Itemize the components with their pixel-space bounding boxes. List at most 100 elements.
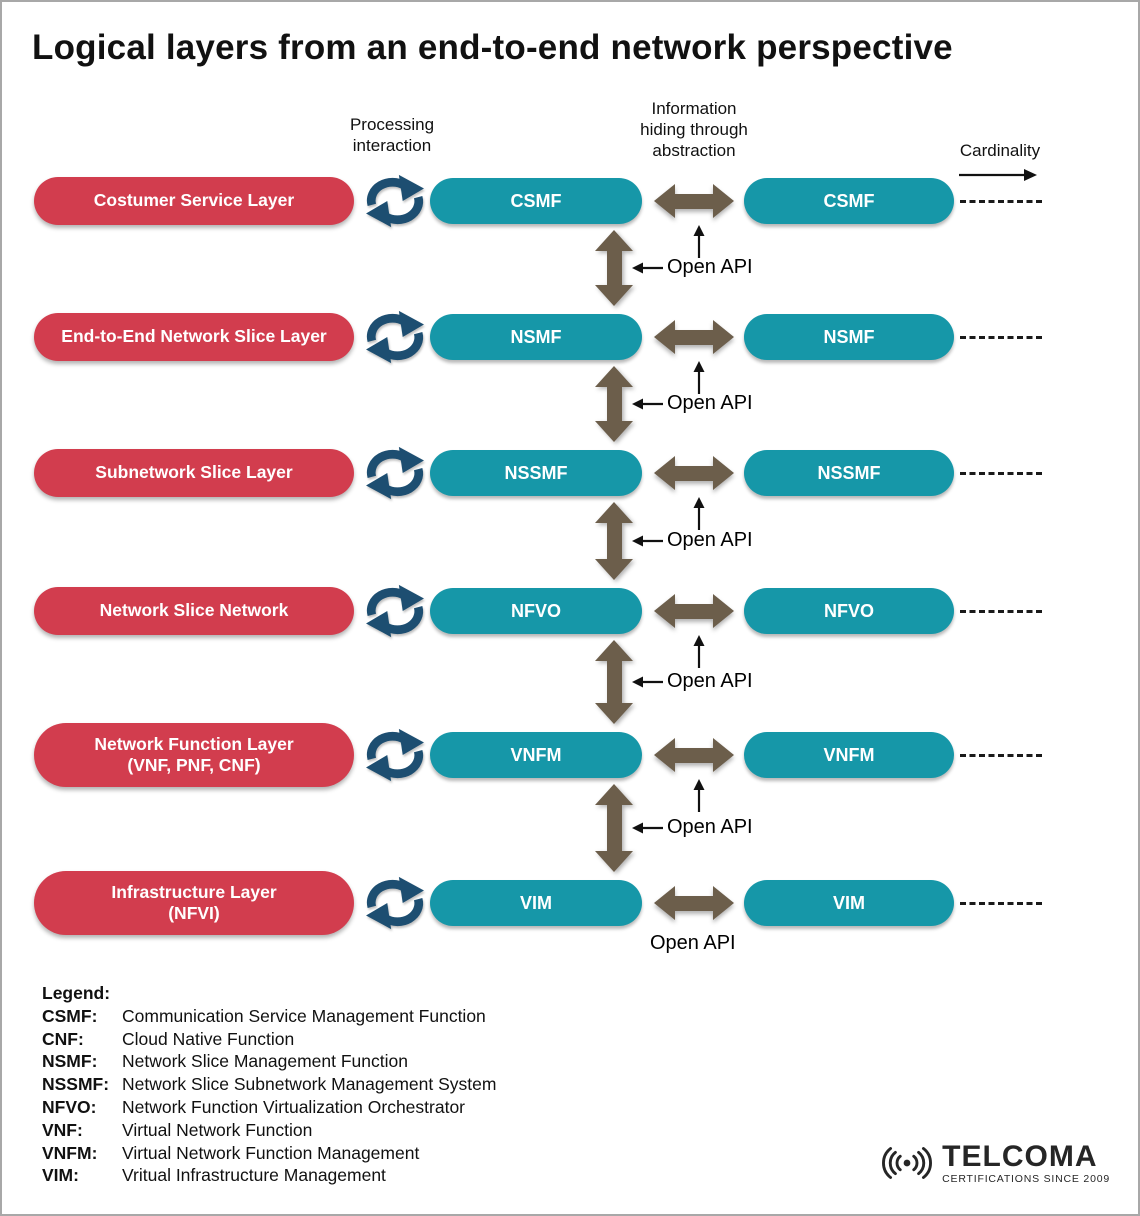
management-function-pill-right: VNFM <box>744 732 954 778</box>
function-label: VIM <box>832 892 865 913</box>
layer-pill: Subnetwork Slice Layer <box>34 449 354 497</box>
open-api-annotation: Open API <box>632 256 753 279</box>
function-label: NSSMF <box>817 462 881 483</box>
logo-tagline: CERTIFICATIONS SINCE 2009 <box>942 1172 1110 1185</box>
left-arrow-icon <box>632 262 663 273</box>
management-function-pill-right: CSMF <box>744 178 954 224</box>
management-function-pill-right: NSMF <box>744 314 954 360</box>
layer-row: Network Function Layer (VNF, PNF, CNF) V… <box>34 723 1042 787</box>
function-label: NFVO <box>823 600 874 621</box>
processing-interaction-cycle-icon <box>366 446 424 500</box>
layer-pill: End-to-End Network Slice Layer <box>34 313 354 361</box>
header-information-hiding: Information hiding through abstraction <box>640 99 748 160</box>
legend-definition: Virtual Network Function <box>122 1119 313 1140</box>
open-api-annotation: Open API <box>632 529 753 552</box>
layer-pill: Network Slice Network <box>34 587 354 635</box>
cardinality-dashed-line <box>960 753 1042 757</box>
legend-term: VNF: <box>42 1119 83 1140</box>
management-function-pill-right: NSSMF <box>744 450 954 496</box>
management-function-pill-middle: NSSMF <box>430 450 642 496</box>
signal-waves-icon <box>882 1147 933 1179</box>
function-label: NSSMF <box>504 462 568 483</box>
legend-term: NFVO: <box>42 1096 97 1117</box>
processing-interaction-cycle-icon <box>366 174 424 228</box>
logo-name: TELCOMA <box>942 1139 1098 1173</box>
legend-term: CSMF: <box>42 1005 98 1026</box>
function-label: VIM <box>519 892 552 913</box>
open-api-vertical-arrow-icon <box>595 784 633 872</box>
function-label: CSMF <box>823 190 875 211</box>
cardinality-dashed-line <box>960 471 1042 475</box>
open-api-vertical-arrow-icon <box>595 230 633 306</box>
abstraction-double-arrow-icon <box>654 738 734 772</box>
layer-row: Subnetwork Slice Layer NSSMF NSSMF <box>34 441 1042 505</box>
function-label: NFVO <box>510 600 561 621</box>
processing-interaction-cycle-icon <box>366 584 424 638</box>
cardinality-dashed-line <box>960 335 1042 339</box>
layer-row: Infrastructure Layer (NFVI) VIM VIM <box>34 871 1042 935</box>
open-api-annotation: Open API <box>632 392 753 415</box>
legend-definition: Communication Service Management Functio… <box>122 1005 486 1026</box>
legend-definition: Network Function Virtualization Orchestr… <box>122 1096 466 1117</box>
page-title: Logical layers from an end-to-end networ… <box>32 28 953 67</box>
open-api-label: Open API <box>667 670 753 692</box>
cardinality-dashed-line <box>960 609 1042 613</box>
management-function-pill-middle: NFVO <box>430 588 642 634</box>
left-arrow-icon <box>632 676 663 687</box>
legend-term: CNF: <box>42 1028 84 1049</box>
layer-pill: Network Function Layer (VNF, PNF, CNF) <box>34 723 354 787</box>
layer-pill: Infrastructure Layer (NFVI) <box>34 871 354 935</box>
cardinality-dashed-line <box>960 199 1042 203</box>
layer-pill-label: Infrastructure Layer <box>111 881 277 902</box>
abstraction-double-arrow-icon <box>654 184 734 218</box>
layer-pill: Costumer Service Layer <box>34 177 354 225</box>
up-arrow-icon <box>693 225 705 258</box>
open-api-annotation: Open API <box>650 932 736 955</box>
left-arrow-icon <box>632 535 663 546</box>
cardinality-dashed-line <box>960 901 1042 905</box>
function-label: VNFM <box>823 744 875 765</box>
layer-row: Network Slice Network NFVO NFVO <box>34 579 1042 643</box>
open-api-vertical-arrow-icon <box>595 502 633 580</box>
processing-interaction-cycle-icon <box>366 728 424 782</box>
legend-term: NSMF: <box>42 1051 98 1072</box>
up-arrow-icon <box>693 635 705 668</box>
header-processing-interaction: Processing interaction <box>349 115 435 155</box>
legend-term: VIM: <box>42 1165 79 1186</box>
layer-row: End-to-End Network Slice Layer NSMF NSMF <box>34 305 1042 369</box>
up-arrow-icon <box>693 779 705 812</box>
legend-entries: CSMF: Communication Service Management F… <box>42 1005 496 1187</box>
layer-pill-sublabel: (VNF, PNF, CNF) <box>127 755 261 775</box>
layer-pill-label: Subnetwork Slice Layer <box>95 462 293 483</box>
management-function-pill-middle: CSMF <box>430 178 642 224</box>
legend: Legend: CSMF: Communication Service Mana… <box>42 982 496 1187</box>
abstraction-double-arrow-icon <box>654 594 734 628</box>
left-arrow-icon <box>632 822 663 833</box>
layer-pill-label: Network Function Layer <box>94 733 294 754</box>
abstraction-double-arrow-icon <box>654 320 734 354</box>
cardinality-arrow-icon <box>959 169 1037 181</box>
management-function-pill-middle: VIM <box>430 880 642 926</box>
open-api-label: Open API <box>650 932 736 954</box>
function-label: VNFM <box>510 744 562 765</box>
legend-definition: Vritual Infrastructure Management <box>122 1165 386 1186</box>
abstraction-double-arrow-icon <box>654 456 734 490</box>
telcoma-logo: TELCOMA CERTIFICATIONS SINCE 2009 <box>878 1140 1110 1186</box>
legend-term: VNFM: <box>42 1142 98 1163</box>
layer-pill-label: Network Slice Network <box>99 600 289 621</box>
layer-pill-label: End-to-End Network Slice Layer <box>61 326 327 347</box>
open-api-vertical-arrow-icon <box>595 366 633 442</box>
open-api-label: Open API <box>667 256 753 278</box>
function-label: NSMF <box>510 326 562 347</box>
management-function-pill-right: NFVO <box>744 588 954 634</box>
management-function-pill-right: VIM <box>744 880 954 926</box>
function-label: CSMF <box>510 190 562 211</box>
layer-row: Costumer Service Layer CSMF CSMF <box>34 169 1042 233</box>
function-label: NSMF <box>823 326 875 347</box>
layer-pill-label: Costumer Service Layer <box>93 190 295 211</box>
legend-definition: Network Slice Subnetwork Management Syst… <box>122 1074 497 1095</box>
legend-definition: Virtual Network Function Management <box>122 1142 420 1163</box>
abstraction-double-arrow-icon <box>654 886 734 920</box>
open-api-label: Open API <box>667 816 753 838</box>
open-api-label: Open API <box>667 529 753 551</box>
